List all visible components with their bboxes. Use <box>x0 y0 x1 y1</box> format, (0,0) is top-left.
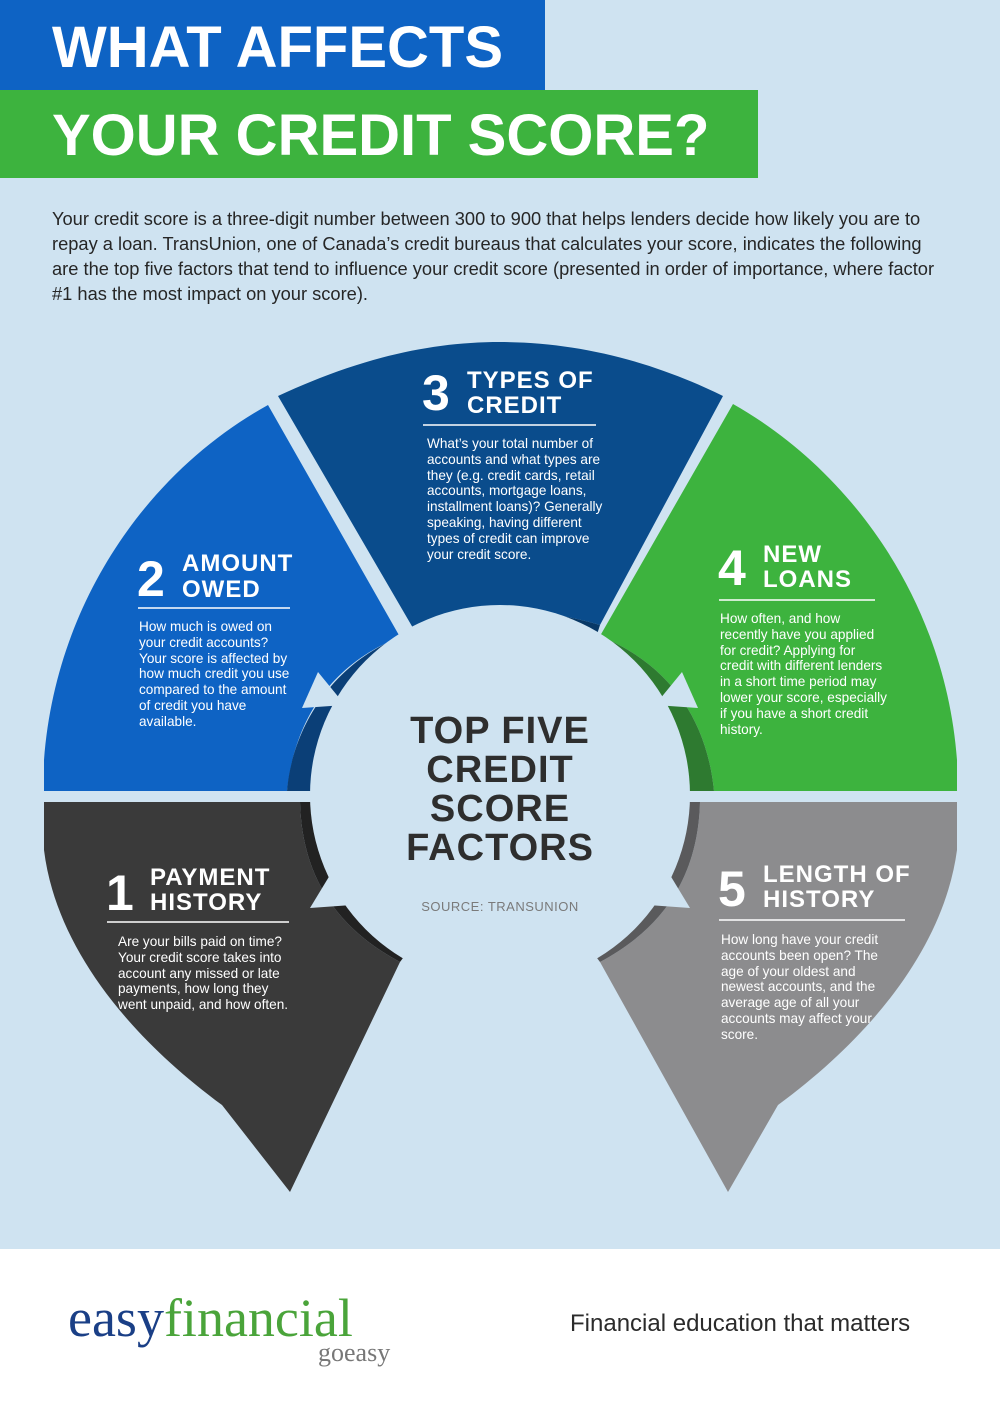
factor-5-description: How long have your credit accounts been … <box>721 932 879 1042</box>
logo-easy: easy <box>68 1288 164 1348</box>
title-line-2: YOUR CREDIT SCORE? <box>52 103 710 168</box>
factor-3-number: 3 <box>422 365 450 421</box>
intro-paragraph: Your credit score is a three-digit numbe… <box>52 208 935 304</box>
arrow-notch-bottom-right <box>648 875 690 908</box>
segment-types-of-credit <box>278 342 723 638</box>
footer-tagline: Financial education that matters <box>570 1310 911 1337</box>
title-banner-green: YOUR CREDIT SCORE? <box>0 90 758 178</box>
factor-1-heading-line2: HISTORY <box>150 889 262 916</box>
factor-2-number: 2 <box>137 551 165 607</box>
title-line-1: WHAT AFFECTS <box>52 15 504 80</box>
factor-4-heading-line1: NEW <box>763 541 822 568</box>
factor-1-heading-line1: PAYMENT <box>150 864 270 891</box>
factor-2-description: How much is owed on your credit accounts… <box>139 619 290 729</box>
center-circle <box>310 605 690 985</box>
center-title: TOP FIVE CREDIT SCORE FACTORS <box>406 710 594 869</box>
factor-3-heading-line1: TYPES OF <box>467 367 594 394</box>
factor-5-heading-line1: LENGTH OF <box>763 861 911 888</box>
factor-1-description: Are your bills paid on time? Your credit… <box>118 934 289 1013</box>
factor-1-number: 1 <box>106 865 134 921</box>
logo-financial: financial <box>163 1288 353 1348</box>
segment-length-of-history <box>600 802 957 1192</box>
factors-wheel: 3 TYPES OF CREDIT 2 AMOUNT OWED 4 NEW LO… <box>44 342 957 1192</box>
factor-4-number: 4 <box>718 540 746 596</box>
arrow-notch-right <box>655 672 698 708</box>
segment-payment-history <box>44 802 400 1192</box>
arrow-notch-bottom-left <box>310 875 352 908</box>
factor-4-heading-line2: LOANS <box>763 566 852 593</box>
title-banner-blue: WHAT AFFECTS <box>0 0 545 90</box>
arrow-notch-left <box>302 672 345 708</box>
goeasy-logo: goeasy <box>318 1338 391 1367</box>
easyfinancial-logo[interactable]: easyfinancial <box>68 1288 353 1348</box>
factor-2-heading-line2: OWED <box>182 576 261 603</box>
factor-5-heading-line2: HISTORY <box>763 886 875 913</box>
factor-2-heading-line1: AMOUNT <box>182 550 293 577</box>
factor-4-description: How often, and how recently have you app… <box>720 611 887 737</box>
source-label: SOURCE: TRANSUNION <box>421 899 579 914</box>
footer <box>0 1249 1000 1401</box>
factor-3-description: What’s your total number of accounts and… <box>427 436 603 562</box>
factor-5-number: 5 <box>718 861 746 917</box>
factor-3-heading-line2: CREDIT <box>467 392 562 419</box>
